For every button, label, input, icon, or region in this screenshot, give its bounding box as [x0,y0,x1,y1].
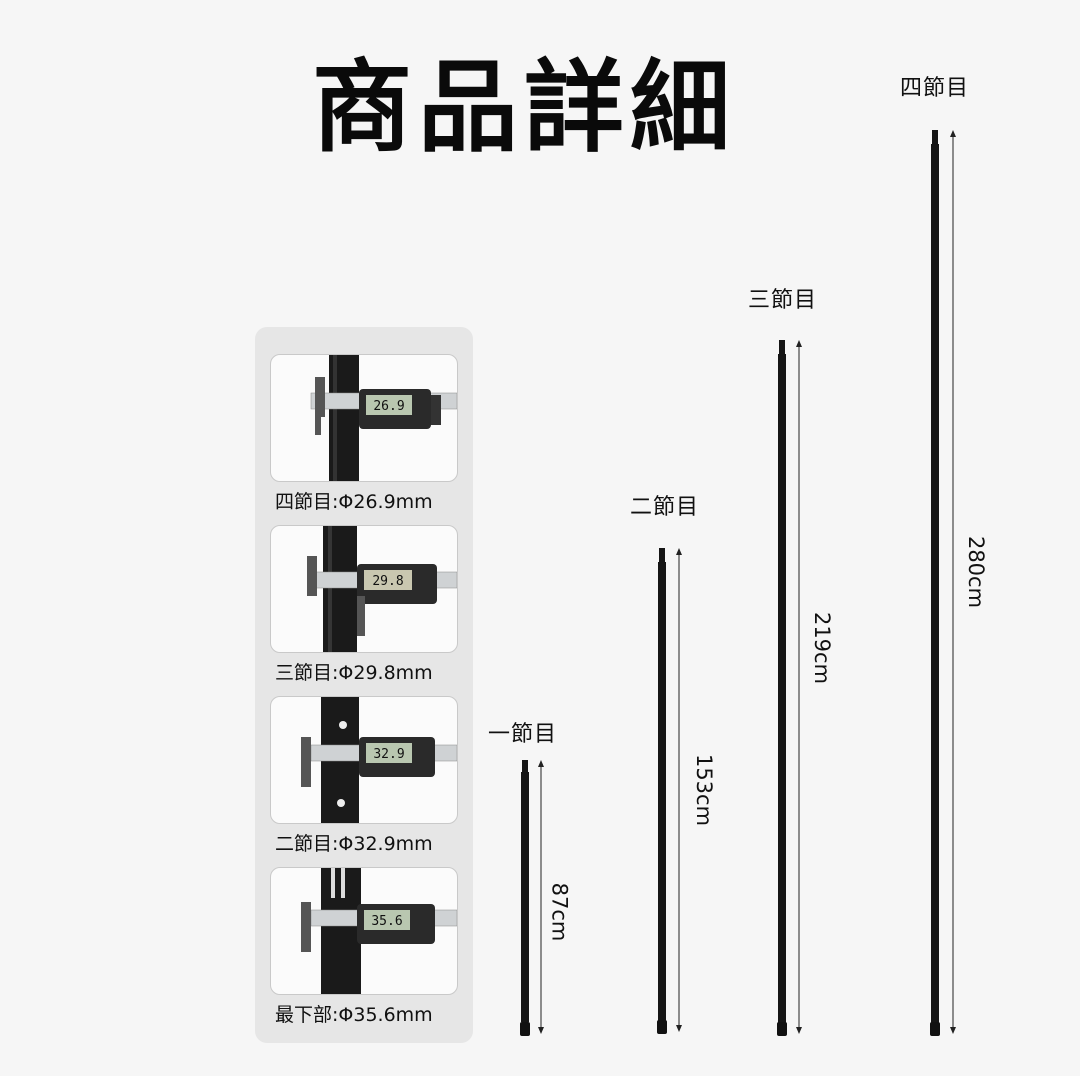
pole-1-graphic [520,760,544,1036]
caliper-reading: 35.6 [371,914,402,929]
pole-3-graphic [777,340,802,1036]
caliper-photo-section-4: 26.9 [270,354,458,482]
caliper-reading: 26.9 [373,399,404,414]
pole-label-4: 四節目 [900,76,970,101]
pole-label-1: 一節目 [488,722,558,747]
caption-diameter: :Φ35.6mm [332,1004,433,1026]
caliper-photo-bottom: 35.6 [270,867,458,995]
caption-section-2: 二節目:Φ32.9mm [275,832,465,856]
caliper-reading: 29.8 [372,574,403,589]
caption-diameter: :Φ29.8mm [332,662,433,684]
pole-4-graphic [930,130,956,1036]
caption-section-name: 最下部 [275,1004,333,1026]
pole-label-3: 三節目 [748,288,818,313]
diameter-panel: 26.9 四節目:Φ26.9mm 29.8 三節目:Φ29.8mm [255,327,473,1043]
caption-diameter: :Φ32.9mm [332,833,433,855]
caliper-photo-section-2: 32.9 [270,696,458,824]
caption-section-4: 四節目:Φ26.9mm [275,490,465,514]
pole-3-length: 219cm [810,611,835,685]
caliper-reading: 32.9 [373,747,404,762]
caption-section-name: 二節目 [275,833,333,855]
caption-section-name: 三節目 [275,662,333,684]
caliper-photo-section-3: 29.8 [270,525,458,653]
caption-section-3: 三節目:Φ29.8mm [275,661,465,685]
caption-section-bottom: 最下部:Φ35.6mm [275,1003,465,1027]
pole-2-graphic [657,548,682,1034]
pole-4-length: 280cm [964,535,989,609]
pole-1-length: 87cm [547,882,572,942]
caption-section-name: 四節目 [275,491,333,513]
caption-diameter: :Φ26.9mm [332,491,433,513]
pole-2-length: 153cm [692,753,717,827]
pole-label-2: 二節目 [630,495,700,520]
page-title: 商品詳細 [312,49,736,166]
